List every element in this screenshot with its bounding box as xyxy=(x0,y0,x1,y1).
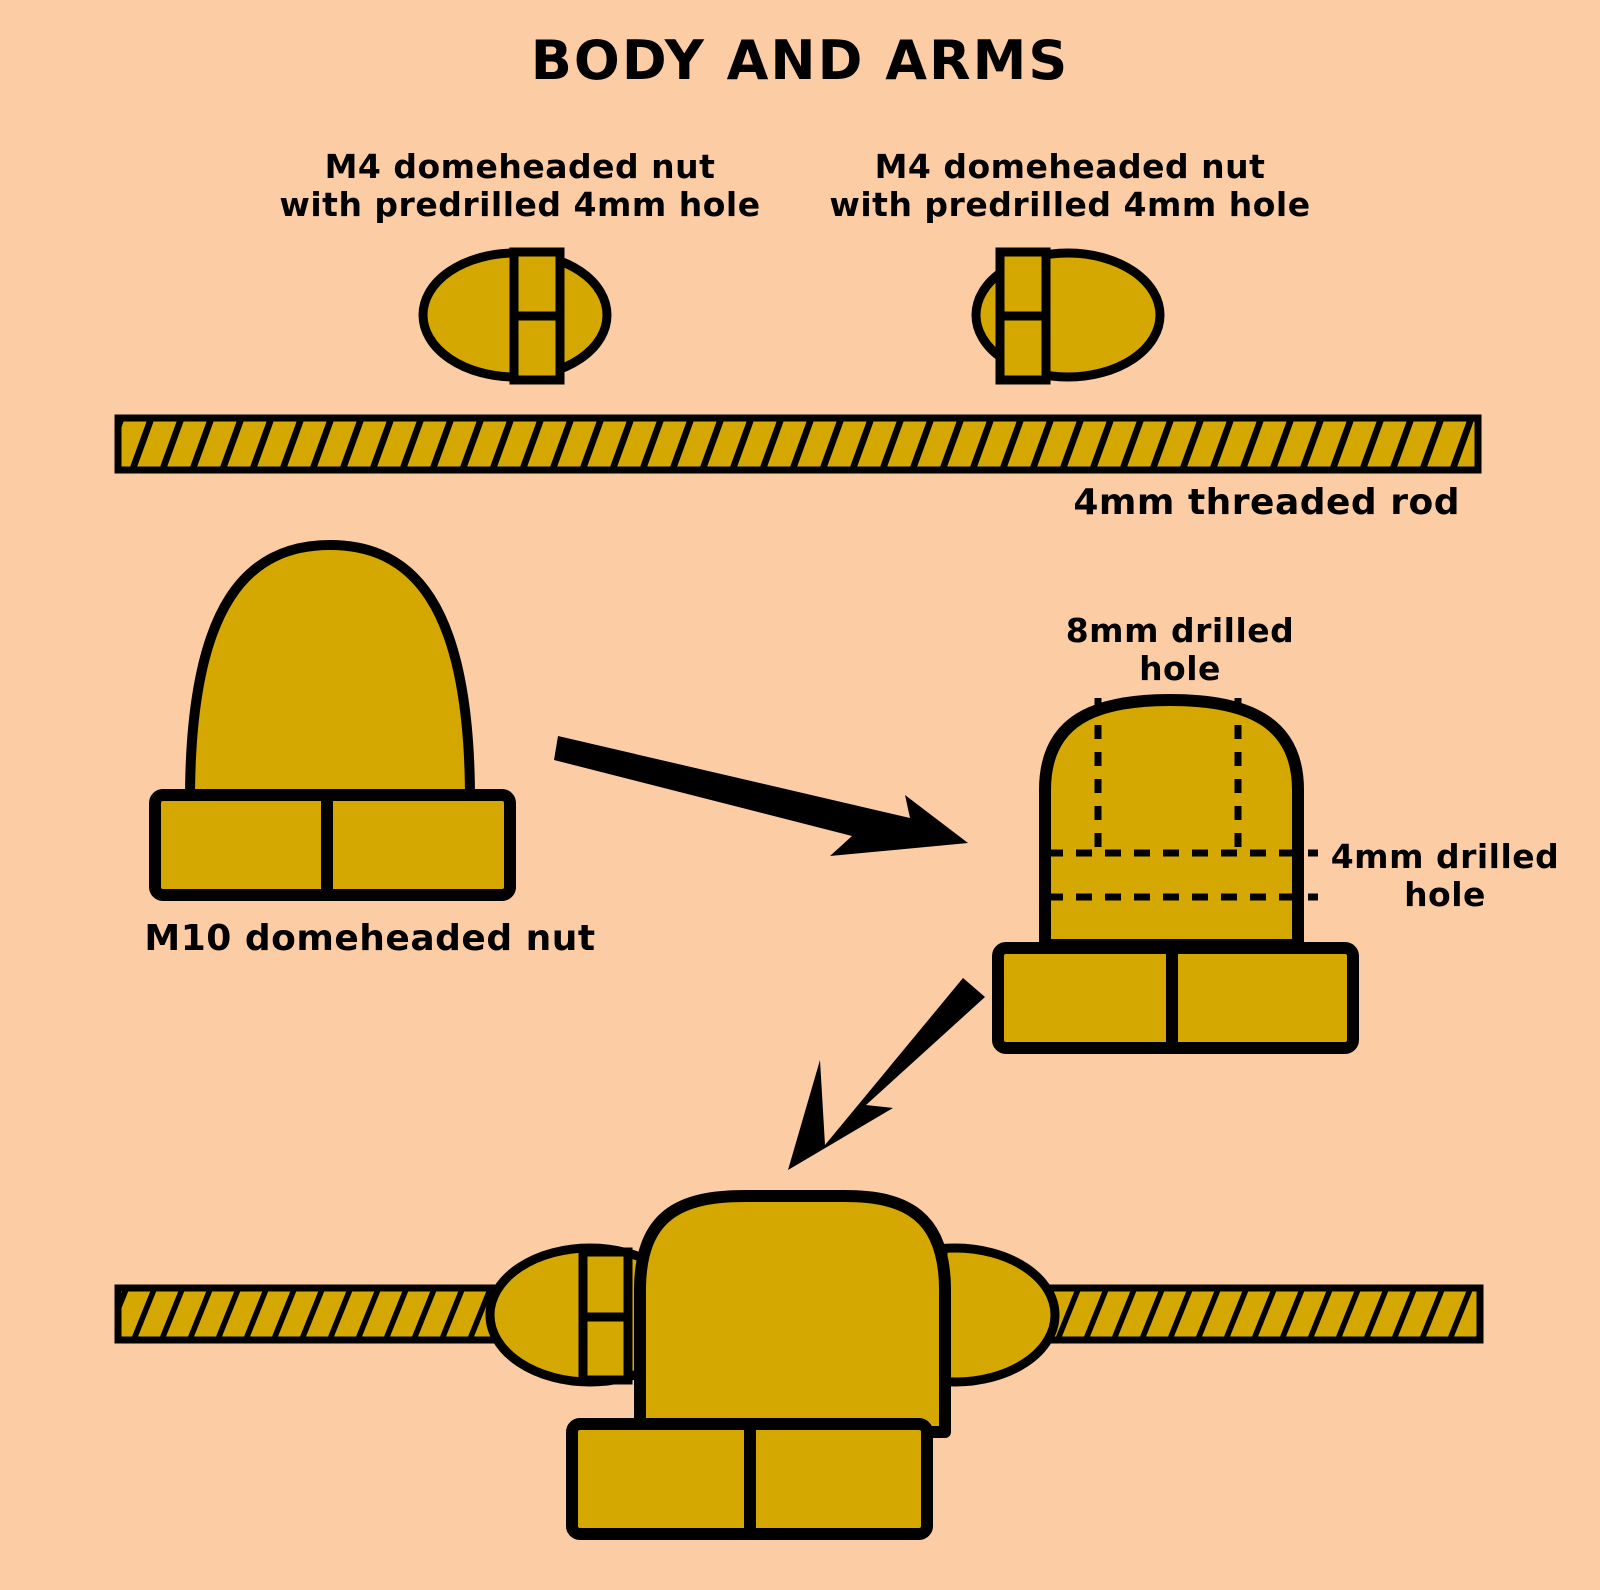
threaded-rod-graphic xyxy=(114,414,1482,474)
m4-nut-right-graphic xyxy=(971,247,1165,385)
assembly-body-graphic xyxy=(566,1190,951,1540)
arrow-drill-step-graphic xyxy=(554,736,968,856)
m4-nut-left-graphic xyxy=(418,247,612,385)
m10-nut-drilled-graphic xyxy=(992,694,1359,1054)
arrow-assemble-step-graphic xyxy=(788,978,985,1170)
m10-nut-graphic xyxy=(149,540,516,901)
